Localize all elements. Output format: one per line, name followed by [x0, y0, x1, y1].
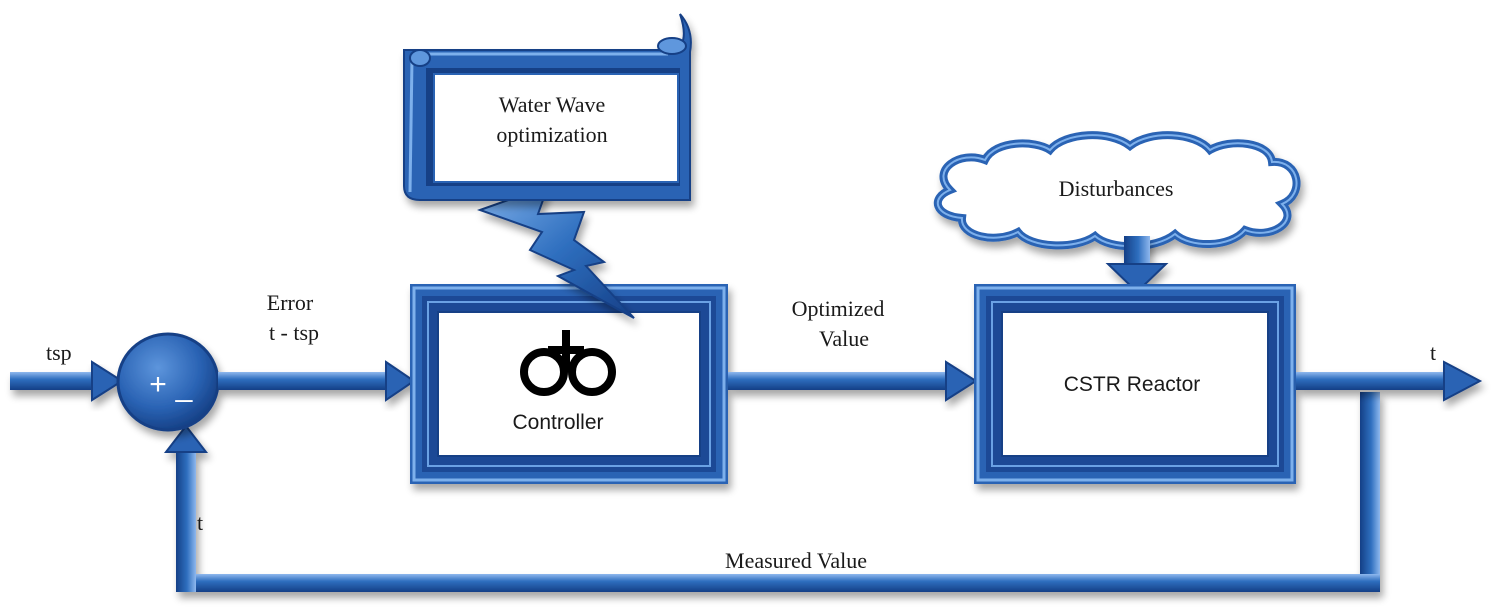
optimizer-label-line1: Water Wave — [499, 92, 606, 117]
optimizer-link-bolt — [477, 184, 635, 319]
setpoint-arrow — [10, 360, 124, 402]
reactor-label: CSTR Reactor — [1064, 373, 1201, 396]
feedback-path — [163, 392, 1380, 592]
setpoint-label: tsp — [46, 340, 72, 365]
measured-value-label: Measured Value — [725, 548, 867, 573]
disturbance-arrow — [1105, 236, 1169, 294]
summer-minus-sign: _ — [175, 370, 194, 403]
output-label: t — [1430, 340, 1436, 365]
disturbances-cloud — [933, 131, 1301, 251]
error-arrow — [218, 360, 416, 402]
optimized-value-label-line2: Value — [819, 326, 869, 351]
dual-loop-control-icon — [520, 330, 616, 396]
controller-label: Controller — [512, 411, 603, 434]
error-label: Error — [267, 290, 314, 315]
optimizer-scroll — [403, 13, 692, 201]
summing-junction: + _ — [116, 332, 220, 432]
optimizer-label-line2: optimization — [496, 122, 607, 147]
controller-block — [410, 284, 728, 484]
error-expression-label: t - tsp — [269, 320, 319, 345]
summer-plus-sign: + — [149, 368, 167, 401]
output-arrow — [1296, 360, 1483, 402]
feedback-t-label: t — [197, 510, 203, 535]
disturbances-label: Disturbances — [1059, 176, 1174, 201]
reactor-block — [974, 284, 1296, 484]
optimized-value-arrow — [728, 360, 978, 402]
optimized-value-label-line1: Optimized — [792, 296, 885, 321]
